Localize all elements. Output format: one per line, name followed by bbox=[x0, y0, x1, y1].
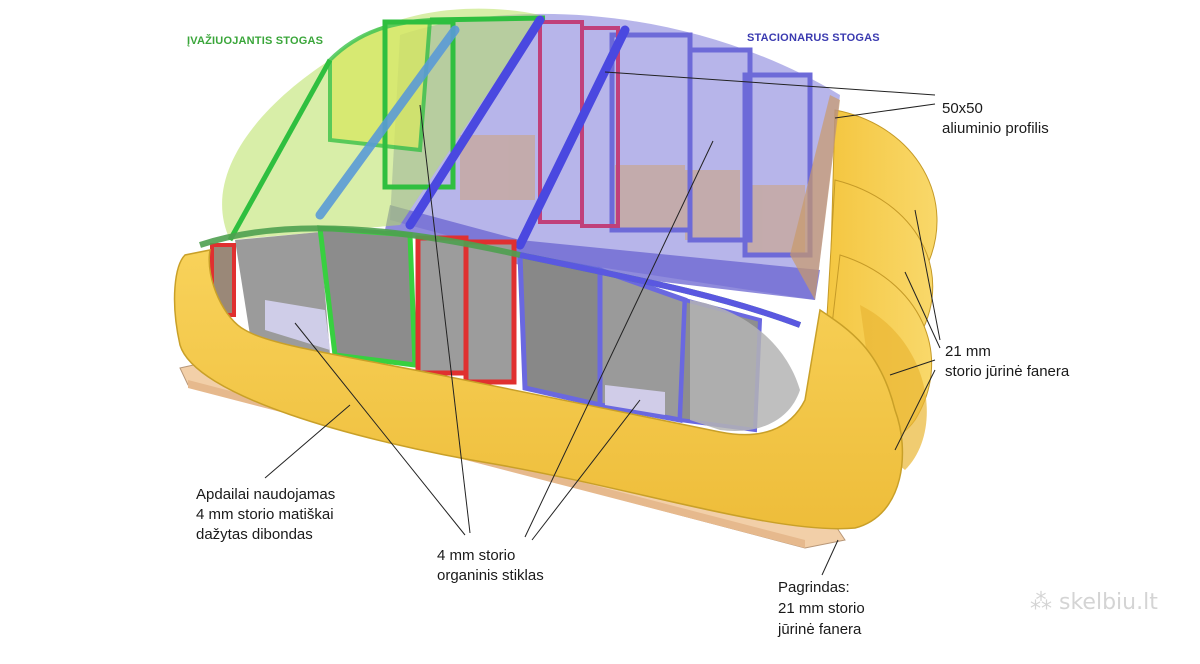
dibond-label-line-3: dažytas dibondas bbox=[196, 526, 313, 543]
leader-plywood-4 bbox=[894, 369, 936, 451]
front-red-doors bbox=[415, 235, 517, 385]
base-label-line-1: Pagrindas: bbox=[778, 579, 850, 596]
stationary-roof-flat-bar bbox=[385, 205, 820, 300]
base-label-line-3: jūrinė fanera bbox=[778, 621, 862, 638]
leader-plywood-2 bbox=[904, 271, 941, 349]
leader-dibond bbox=[264, 404, 351, 479]
watermark-text: skelbiu.lt bbox=[1059, 590, 1158, 615]
side-window-gray bbox=[690, 300, 800, 431]
plywood-label-line-1: 21 mm bbox=[945, 343, 991, 360]
watermark-logo-icon: ⁂ bbox=[1030, 590, 1059, 615]
leader-plywood-1 bbox=[914, 209, 941, 341]
rear-right-column bbox=[790, 95, 840, 300]
front-roof-arch-blue bbox=[519, 252, 802, 328]
dibond-label-line-2: 4 mm storio matiškai bbox=[196, 506, 334, 523]
leader-plywood-3 bbox=[889, 359, 936, 376]
leader-glass-4 bbox=[531, 399, 641, 541]
glass-label-line-2: organinis stiklas bbox=[437, 567, 544, 584]
profile-label-line-2: aliuminio profilis bbox=[942, 120, 1049, 137]
leader-base bbox=[821, 539, 839, 576]
watermark: ⁂ skelbiu.lt bbox=[1030, 590, 1158, 615]
leader-glass-1 bbox=[294, 322, 466, 536]
roof-ribs bbox=[315, 15, 630, 250]
plywood-label-line-2: storio jūrinė fanera bbox=[945, 363, 1070, 380]
stationary-roof-header: STACIONARUS STOGAS bbox=[747, 32, 880, 44]
leader-profile-2 bbox=[834, 103, 936, 119]
leader-glass-2 bbox=[419, 104, 471, 534]
leader-glass-3 bbox=[524, 140, 714, 538]
profile-label-line-1: 50x50 bbox=[942, 100, 983, 117]
retractable-roof-frames bbox=[227, 15, 546, 242]
glass-label-line-1: 4 mm storio bbox=[437, 547, 516, 564]
base-label-line-2: 21 mm storio bbox=[778, 600, 865, 617]
rear-window-frames bbox=[609, 32, 813, 258]
leader-profile-1 bbox=[604, 71, 936, 96]
front-dibond-panel bbox=[173, 249, 904, 530]
retractable-roof-header: ĮVAŽIUOJANTIS STOGAS bbox=[187, 35, 324, 47]
right-plywood-ribs bbox=[819, 109, 938, 470]
leader-lines bbox=[264, 71, 941, 576]
dibond-label-line-1: Apdailai naudojamas bbox=[196, 486, 336, 503]
